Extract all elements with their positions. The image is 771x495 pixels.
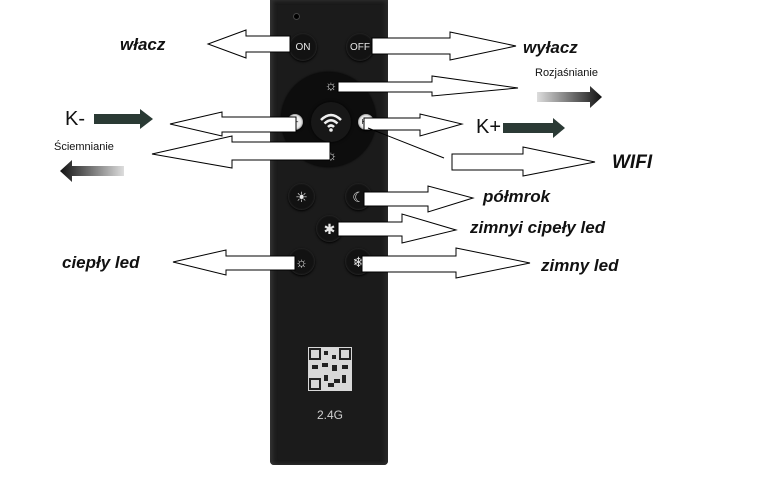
moon-icon: ☾: [352, 188, 365, 205]
label-brighten: Rozjaśnianie: [535, 67, 598, 79]
label-on: włacz: [120, 35, 166, 54]
gradient-arrow-brighten: [537, 86, 602, 108]
qr-code: [308, 347, 352, 391]
label-k-minus: K-: [65, 108, 85, 130]
frequency-label: 2.4G: [316, 408, 343, 422]
gradient-arrow-dim: [60, 160, 124, 182]
sun-plus-icon: ☼: [324, 77, 338, 93]
label-k-plus: K+: [476, 116, 502, 138]
arrow-off: [371, 31, 517, 61]
sun-icon: ☼: [295, 253, 308, 270]
label-warm: ciepły led: [62, 253, 140, 272]
label-dim: Ściemnianie: [54, 141, 114, 153]
gradient-arrow-k-plus: [503, 118, 565, 138]
arrow-on: [206, 29, 291, 59]
lamp-icon: ☀: [295, 188, 308, 205]
on-button[interactable]: ON: [289, 33, 317, 61]
wifi-button[interactable]: [311, 102, 351, 142]
label-cool: zimny led: [541, 256, 619, 275]
label-off: wyłacz: [523, 38, 578, 57]
arrow-wifi: [451, 146, 596, 177]
gradient-arrow-k-minus: [94, 109, 153, 129]
brighten-button[interactable]: ☼: [322, 76, 340, 94]
arrow-cool-warm: [337, 213, 458, 244]
label-wifi: WIFI: [612, 152, 653, 173]
wifi-icon: [320, 113, 342, 132]
led-indicator: [293, 13, 300, 20]
arrow-k-minus: [169, 111, 297, 137]
arrow-night: [363, 185, 475, 213]
arrow-cool: [361, 247, 531, 279]
snowflake-icon: ❄: [352, 253, 365, 270]
reading-light-button[interactable]: ☀: [288, 183, 315, 210]
snow-sun-icon: ✱: [323, 220, 336, 237]
label-cool-warm: zimnyi cipeły led: [470, 218, 606, 237]
label-night: półmrok: [483, 187, 551, 206]
arrow-warm: [172, 249, 296, 276]
arrow-dim: [151, 135, 331, 169]
arrow-brighten: [337, 75, 519, 97]
off-button[interactable]: OFF: [346, 33, 374, 61]
